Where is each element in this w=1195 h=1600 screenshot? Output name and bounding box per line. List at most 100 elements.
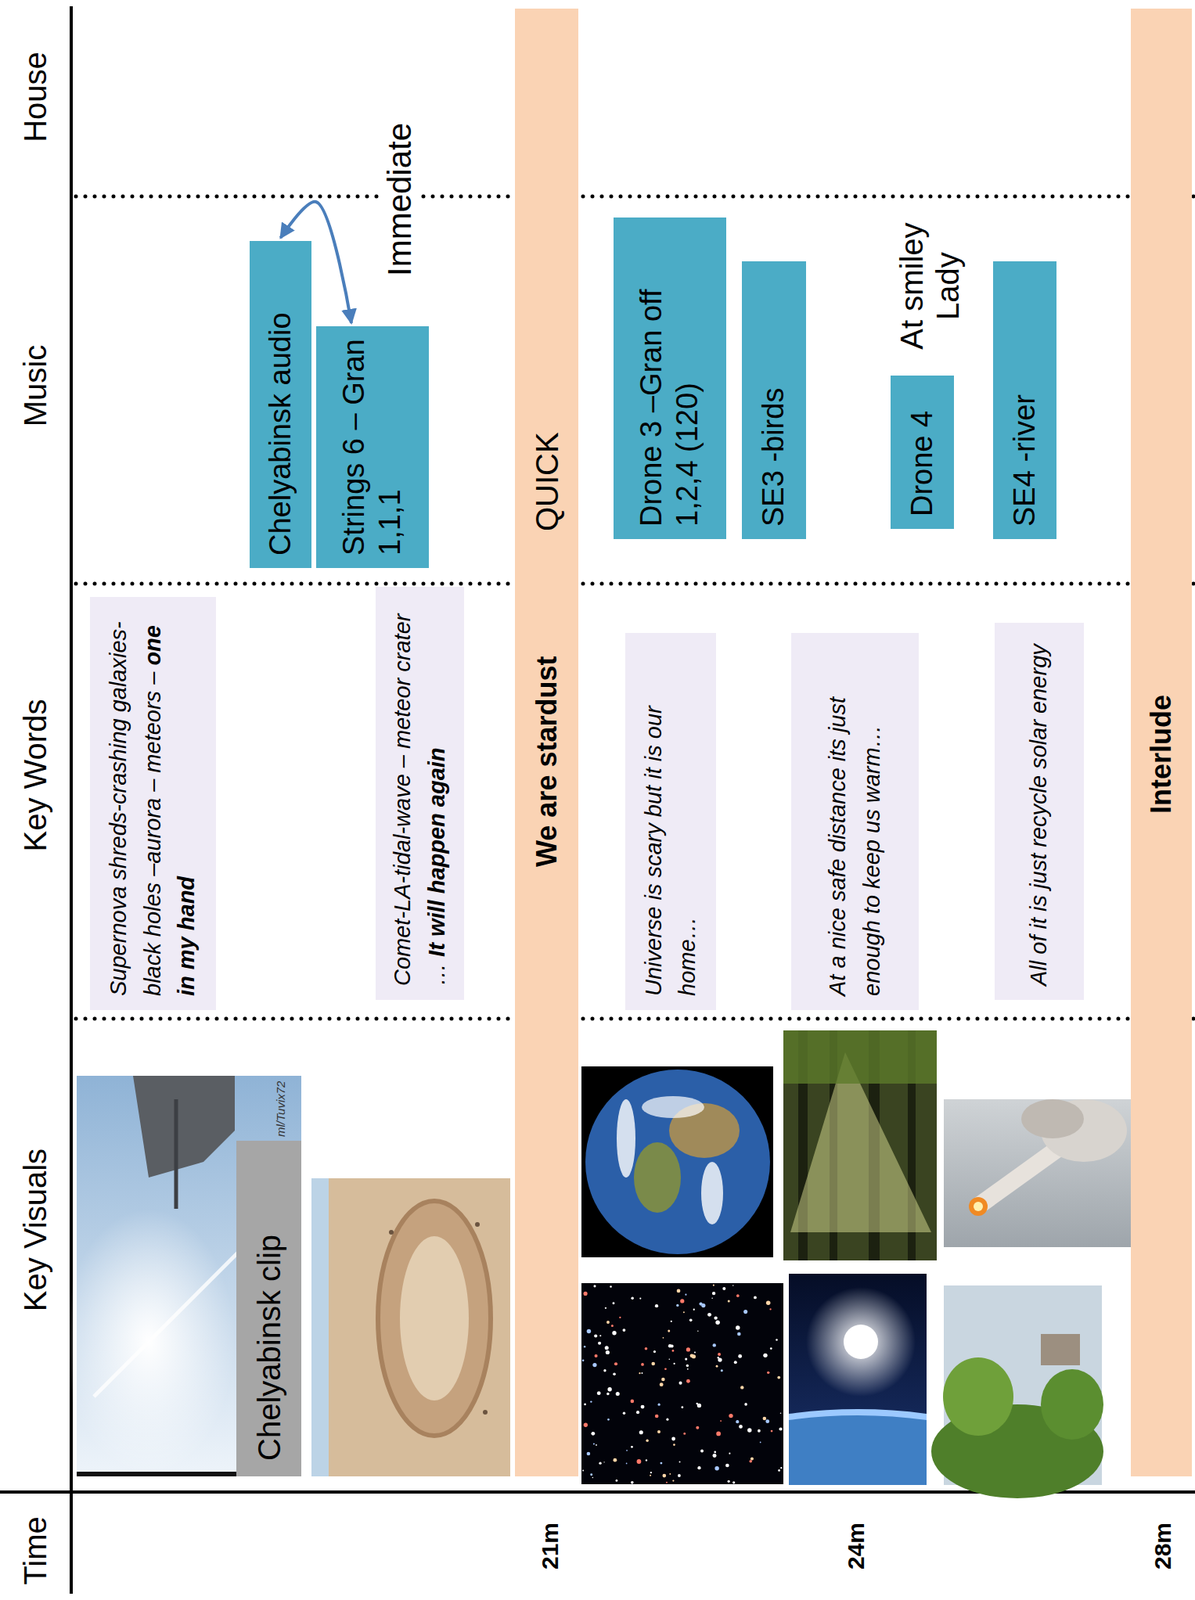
star	[735, 1325, 740, 1330]
star	[626, 1450, 628, 1452]
cloud	[701, 1162, 724, 1225]
star	[659, 1462, 663, 1465]
star	[673, 1443, 676, 1447]
star	[672, 1349, 675, 1353]
text-holder: We are stardustQUICK	[514, 8, 579, 1477]
star	[653, 1350, 656, 1354]
text-holder: Comet-LA-tidal-wave – meteor crater …It …	[385, 601, 454, 987]
star	[599, 1335, 602, 1337]
star	[712, 1343, 717, 1347]
star	[657, 1430, 661, 1434]
bush	[1040, 1369, 1104, 1440]
star	[753, 1296, 757, 1300]
star	[662, 1474, 666, 1479]
star	[649, 1475, 652, 1477]
star	[672, 1479, 674, 1482]
star	[630, 1481, 634, 1485]
rocket-flame	[973, 1202, 983, 1212]
star	[593, 1334, 598, 1338]
star	[667, 1330, 670, 1333]
star	[665, 1482, 668, 1484]
keyword-box: Comet-LA-tidal-wave – meteor crater …It …	[375, 586, 465, 1001]
star	[677, 1474, 681, 1478]
star	[770, 1347, 773, 1350]
star	[609, 1285, 612, 1289]
star	[715, 1320, 720, 1325]
star	[716, 1432, 721, 1437]
star	[678, 1382, 682, 1386]
star	[630, 1296, 634, 1300]
star	[630, 1446, 634, 1449]
band-title: Interlude	[1144, 694, 1178, 814]
star	[777, 1469, 781, 1473]
text-holder: Supernova shreds-crashing galaxies-black…	[101, 611, 205, 997]
text-holder: Chelyabinsk clip	[251, 1234, 288, 1462]
star	[712, 1284, 715, 1287]
meteor-trail	[93, 1232, 259, 1397]
star	[728, 1414, 733, 1419]
building	[1040, 1334, 1080, 1366]
star	[780, 1467, 782, 1469]
star	[712, 1292, 716, 1296]
star	[644, 1347, 648, 1351]
star	[619, 1317, 621, 1319]
node-text: All of it is just recycle solar energy	[1025, 644, 1052, 987]
star	[717, 1357, 722, 1362]
star	[736, 1294, 740, 1298]
star	[680, 1299, 684, 1303]
crater-rim	[377, 1201, 491, 1437]
star	[770, 1430, 774, 1433]
node-text: At a nice safe distance its just enough …	[824, 697, 885, 997]
star	[630, 1400, 635, 1404]
garden-photo	[931, 1285, 1104, 1499]
node-text: Chelyabinsk clip	[251, 1234, 287, 1462]
star	[583, 1403, 587, 1407]
keyword-box: Universe is scary but it is our home…	[625, 633, 717, 1011]
keyword-box: Supernova shreds-crashing galaxies-black…	[89, 597, 216, 1011]
star	[659, 1382, 664, 1387]
star	[597, 1342, 602, 1346]
column-header: Music	[17, 268, 54, 504]
star	[603, 1369, 606, 1372]
star	[738, 1425, 743, 1429]
text-holder: All of it is just recycle solar energy	[1022, 644, 1057, 987]
earth-limb	[788, 1412, 927, 1486]
music-cue: Strings 6 – Gran 1,1,1	[316, 326, 429, 569]
text-holder: SE3 -birds	[755, 388, 792, 527]
star	[686, 1347, 691, 1352]
star	[604, 1307, 607, 1310]
star	[655, 1414, 659, 1419]
star	[604, 1346, 609, 1350]
star	[727, 1299, 731, 1303]
star	[748, 1460, 753, 1464]
star	[719, 1420, 722, 1422]
star	[670, 1344, 674, 1348]
cloud	[616, 1099, 636, 1178]
star	[689, 1319, 693, 1323]
star	[713, 1316, 717, 1320]
star	[612, 1302, 616, 1305]
star	[716, 1365, 719, 1368]
star	[638, 1372, 641, 1375]
star	[669, 1358, 671, 1361]
star	[582, 1470, 584, 1473]
star	[683, 1311, 685, 1314]
section-band: Interlude	[1130, 8, 1192, 1477]
star	[612, 1372, 616, 1376]
star	[737, 1332, 742, 1337]
star	[777, 1376, 781, 1380]
star	[606, 1320, 610, 1325]
star	[665, 1418, 669, 1422]
star	[626, 1463, 628, 1465]
star	[679, 1461, 681, 1464]
star	[686, 1364, 689, 1368]
star	[732, 1284, 734, 1286]
star	[725, 1464, 730, 1469]
star	[645, 1439, 648, 1442]
star	[664, 1367, 667, 1371]
music-cue: SE4 -river	[993, 261, 1057, 540]
star	[734, 1360, 738, 1365]
star	[612, 1458, 617, 1463]
rocket-launch-photo	[943, 1099, 1131, 1248]
star	[583, 1346, 586, 1348]
